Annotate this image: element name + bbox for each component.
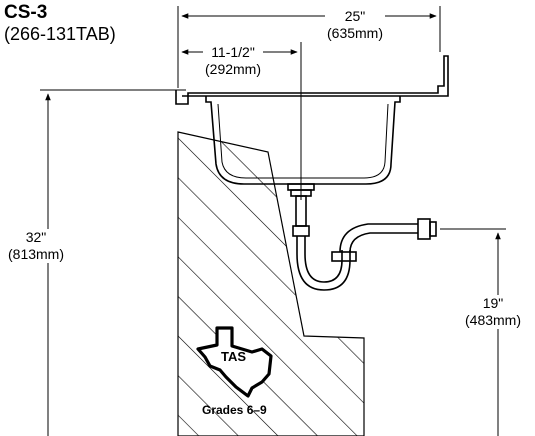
grades-label: Grades 6–9 (202, 403, 267, 417)
texas-map-icon (196, 326, 273, 398)
part-number: (266-131TAB) (4, 24, 116, 44)
sink-rim (175, 55, 449, 105)
drain-offset-imperial: 11-1/2" (211, 44, 255, 60)
overall-width-metric: (635mm) (327, 25, 384, 41)
rim-height-metric: (813mm) (8, 246, 65, 262)
drain-offset-label: 11-1/2" (292mm) (203, 44, 264, 78)
outlet-height-imperial: 19" (482, 295, 504, 311)
overall-width-label: 25" (635mm) (325, 8, 386, 42)
model-title: CS-3 (4, 2, 48, 23)
outlet-height-metric: (483mm) (465, 312, 522, 328)
rim-height-imperial: 32" (25, 229, 47, 245)
dimension-lines (40, 6, 506, 436)
drain-trap (287, 183, 437, 291)
overall-width-imperial: 25" (344, 8, 366, 24)
rim-height-label: 32" (813mm) (6, 229, 67, 263)
texas-badge-label: TAS (221, 349, 247, 364)
drain-offset-metric: (292mm) (205, 61, 262, 77)
outlet-height-label: 19" (483mm) (463, 295, 524, 329)
